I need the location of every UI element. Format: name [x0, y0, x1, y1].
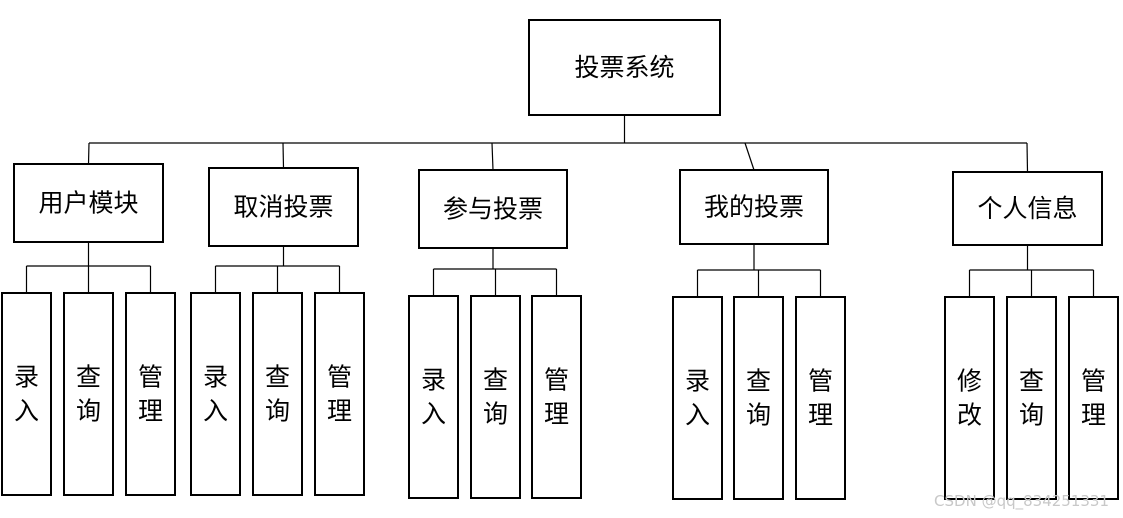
leaf-node-label-char: 理: [138, 397, 163, 426]
module-connector: [744, 142, 755, 171]
leaf-node-label-char: 修: [957, 367, 982, 396]
leaf-node-label-char: 询: [76, 397, 101, 426]
module-node-label: 用户模块: [38, 189, 138, 218]
leaf-node-box: [252, 292, 303, 496]
leaf-node-label-char: 录: [14, 363, 39, 392]
leaf-node-label-char: 理: [544, 400, 569, 429]
leaf-node-label-char: 查: [76, 363, 101, 392]
module-node-box: [13, 163, 164, 243]
module-node-label: 个人信息: [977, 194, 1077, 223]
leaf-node-box: [795, 296, 846, 500]
leaf-node-box: [1, 292, 52, 496]
leaf-node-box: [1068, 296, 1119, 500]
leaf-node-label-char: 询: [265, 397, 290, 426]
module-node-box: [208, 167, 359, 247]
leaf-node-box: [944, 296, 995, 500]
leaf-node-label-char: 管: [544, 366, 569, 395]
leaf-node-box: [314, 292, 365, 496]
leaf-node-label-char: 管: [1081, 367, 1106, 396]
leaf-node-label-char: 录: [421, 366, 446, 395]
module-node-box: [952, 171, 1103, 246]
leaf-node-box: [125, 292, 176, 496]
leaf-node-label-char: 询: [1019, 401, 1044, 430]
leaf-node-box: [63, 292, 114, 496]
leaf-node-label-char: 查: [265, 363, 290, 392]
leaf-node-label-char: 管: [808, 367, 833, 396]
connector-lines: [25, 115, 1095, 297]
diagram-nodes: 投票系统用户模块录入查询管理取消投票录入查询管理参与投票录入查询管理我的投票录入…: [1, 19, 1119, 500]
leaf-node-label-char: 询: [746, 401, 771, 430]
leaf-node-label-char: 录: [203, 363, 228, 392]
leaf-node-label-char: 理: [327, 397, 352, 426]
module-connector: [1026, 142, 1029, 173]
watermark: CSDN @qq_834251331: [934, 492, 1109, 510]
leaf-node-label-char: 录: [685, 367, 710, 396]
module-node-box: [679, 169, 829, 245]
leaf-node-box: [733, 296, 784, 500]
leaf-node-label-char: 理: [1081, 401, 1106, 430]
module-connector: [282, 142, 285, 169]
leaf-node-label-char: 查: [1019, 367, 1044, 396]
leaf-node-label-char: 查: [746, 367, 771, 396]
leaf-node-label-char: 入: [685, 401, 710, 430]
leaf-node-label-char: 管: [327, 363, 352, 392]
leaf-node-label-char: 入: [14, 397, 39, 426]
root-node-box: [528, 19, 721, 116]
module-node-label: 取消投票: [233, 193, 333, 222]
module-node-label: 参与投票: [443, 195, 543, 224]
module-node-label: 我的投票: [704, 193, 804, 222]
module-connector: [491, 142, 494, 171]
leaf-node-box: [672, 296, 723, 500]
leaf-node-label-char: 理: [808, 401, 833, 430]
leaf-node-label-char: 改: [957, 401, 982, 430]
leaf-node-box: [531, 295, 582, 499]
leaf-node-label-char: 入: [421, 400, 446, 429]
leaf-node-box: [408, 295, 459, 499]
module-node-box: [418, 169, 568, 249]
leaf-node-label-char: 查: [483, 366, 508, 395]
root-node-label: 投票系统: [574, 53, 674, 82]
leaf-node-label-char: 询: [483, 400, 508, 429]
leaf-node-label-char: 入: [203, 397, 228, 426]
leaf-node-box: [1006, 296, 1057, 500]
leaf-node-box: [190, 292, 241, 496]
module-connector: [87, 142, 90, 165]
leaf-node-box: [470, 295, 521, 499]
leaf-node-label-char: 管: [138, 363, 163, 392]
